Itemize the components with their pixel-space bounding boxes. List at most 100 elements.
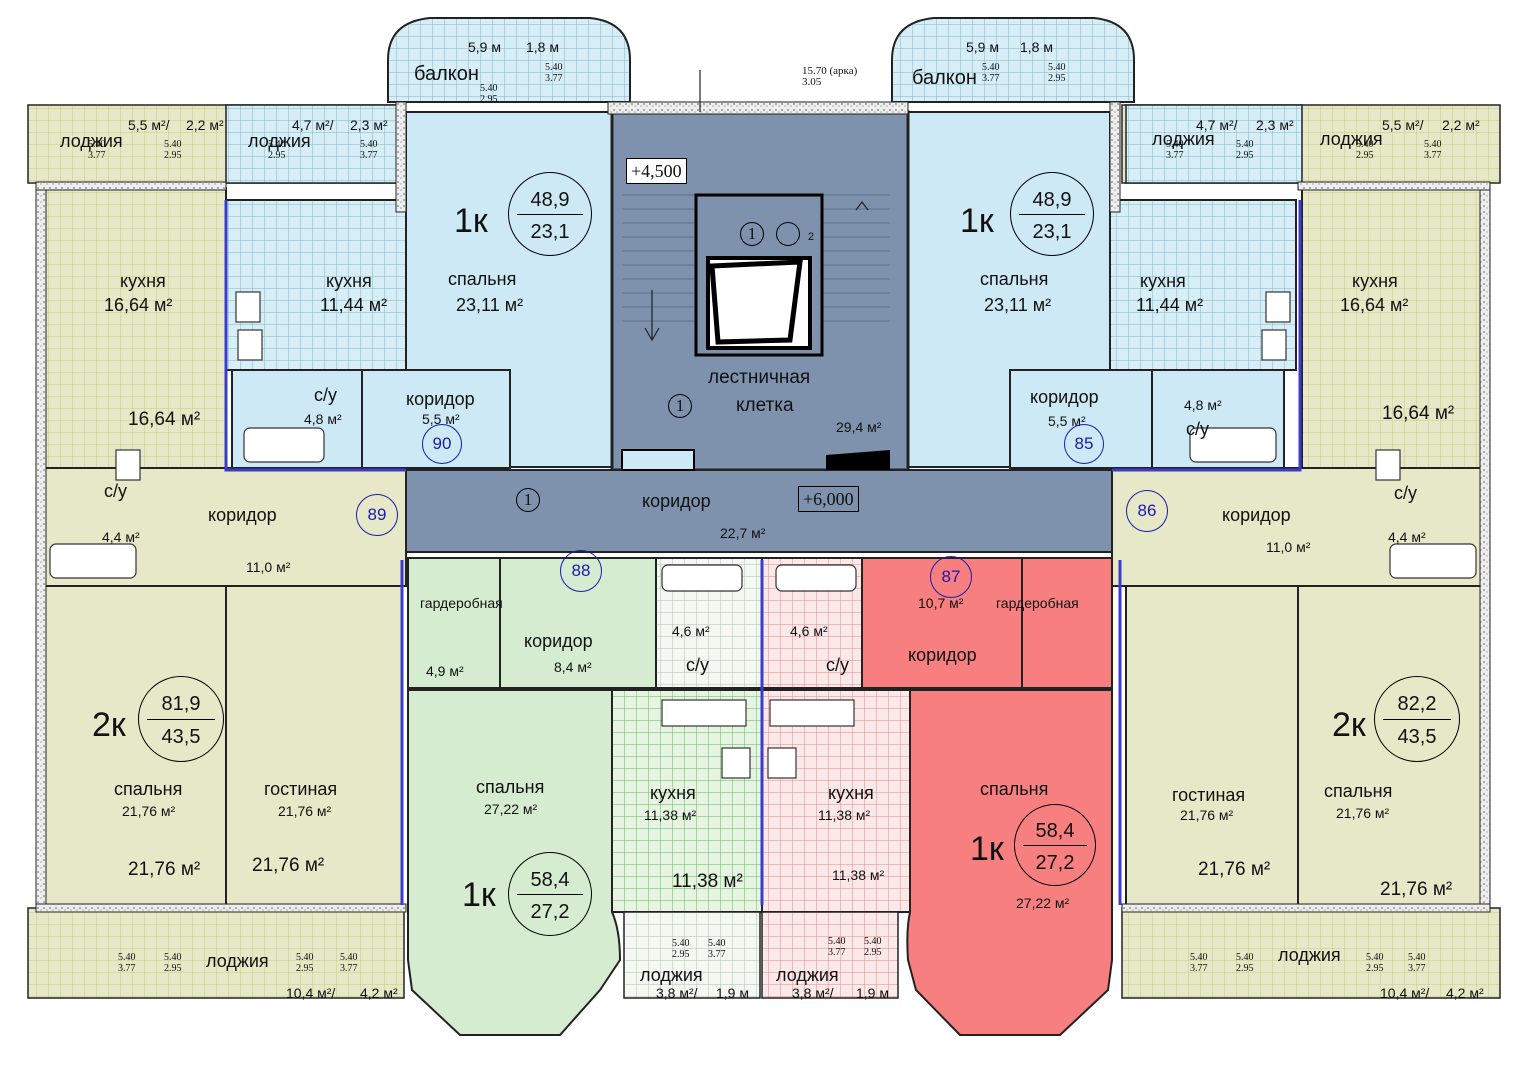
apt-total-red: 58,4 (1035, 820, 1075, 842)
kitchen-green (611, 689, 763, 913)
apt-living-g: 27,2 (530, 901, 570, 923)
kit-label-g: кухня (650, 783, 696, 803)
apt-total-bl: 81,9 (161, 693, 201, 715)
kit-big-g: 11,38 м² (672, 871, 743, 892)
apt-type-tr: 1к (960, 202, 994, 240)
main-corr-label: коридор (642, 491, 711, 511)
dim-arch: 15.70 (арка)3.05 (802, 65, 858, 88)
corr-label-tl: коридор (406, 389, 475, 409)
bath-label-tl: с/у (314, 385, 338, 405)
corr-label-l: коридор (208, 505, 277, 525)
fixtures (49, 291, 1477, 779)
kitchen-label-r: кухня (1352, 271, 1398, 291)
loggia-area-6: 2,3 м² (1256, 117, 1294, 133)
bal-dim-3: 5,9 м (966, 39, 999, 55)
loggia-area-7: 5,5 м²/ (1382, 117, 1424, 133)
living-area-br: 21,76 м² (1180, 807, 1234, 823)
corr-label-g: коридор (524, 631, 593, 651)
bed-label-bl: спальня (114, 779, 183, 799)
loggia-top-right-blue (1125, 104, 1303, 184)
bed-area-br: 21,76 м² (1336, 805, 1390, 821)
kitchen-area-r: 16,64 м² (1340, 295, 1409, 315)
loggia-area-5: 4,7 м²/ (1196, 117, 1238, 133)
apt-badge-g: 58,4 27,2 (508, 852, 592, 936)
apt-living-tl: 23,1 (530, 221, 570, 243)
bedroom-area-tl: 23,11 м² (456, 295, 524, 315)
kit-area-g: 11,38 м² (644, 807, 697, 823)
axis-marker-corr: 1 (516, 488, 540, 512)
bed-label-g: спальня (476, 777, 545, 797)
outer-walls (35, 101, 1491, 913)
apt-badge-br: 82,2 43,5 (1374, 676, 1460, 762)
loggia-area-g1: 3,8 м²/ (656, 985, 698, 1001)
axis-marker-stair: 1 (668, 394, 692, 418)
loggia-area-4: 2,3 м² (350, 117, 388, 133)
bath-area-g: 4,6 м² (672, 623, 710, 639)
apt-living-bl: 43,5 (161, 726, 201, 748)
marker-90: 90 (422, 424, 462, 464)
living-area-bl: 21,76 м² (278, 803, 332, 819)
kitchen-label-tr: кухня (1140, 271, 1186, 291)
bedroom-label-tl: спальня (448, 269, 517, 289)
balcony-left (387, 17, 631, 103)
loggia-area-3: 4,7 м²/ (292, 117, 334, 133)
corr-area-tl: 5,5 м² (422, 411, 460, 427)
bath-area-r2: 4,6 м² (790, 623, 828, 639)
small-circle (776, 222, 800, 246)
kitchen-area-l: 16,64 м² (104, 295, 173, 315)
living-br (1125, 585, 1299, 907)
corr-area-l: 11,0 м² (246, 559, 291, 575)
living-label-br: гостиная (1172, 785, 1246, 805)
apt-total-br: 82,2 (1397, 693, 1437, 715)
apt-total-g: 58,4 (530, 869, 570, 891)
loggia-area-red2: 1,9 м (856, 985, 889, 1001)
apt-total-tr: 48,9 (1032, 189, 1072, 211)
loggia-bottom-left (27, 907, 405, 999)
bedroom-area-tr: 23,11 м² (984, 295, 1052, 315)
loggia-area-g2: 1,9 м (716, 985, 749, 1001)
marker-86: 86 (1126, 490, 1168, 532)
corr-area-g: 8,4 м² (554, 659, 592, 675)
kit-area-red: 11,38 м² (818, 807, 871, 823)
apt-living-red: 27,2 (1035, 852, 1075, 874)
loggia-area-br1: 10,4 м²/ (1380, 985, 1430, 1001)
wardrobe-red (1021, 557, 1113, 689)
kitchen-area-tr: 11,44 м² (1136, 295, 1204, 315)
loggia-area-8: 2,2 м² (1442, 117, 1480, 133)
ward-label-g: гардеробная (420, 595, 503, 611)
loggia-label-tr1: лоджия (1152, 129, 1215, 149)
loggia-area-bl1: 10,4 м²/ (286, 985, 336, 1001)
apt-badge-bl: 81,9 43,5 (138, 676, 224, 762)
big-living-br: 21,76 м² (1198, 859, 1271, 880)
stair-area: 29,4 м² (836, 419, 882, 435)
balcony-label-left: балкон (414, 63, 479, 85)
apt-living-br: 43,5 (1397, 726, 1437, 748)
living-bl (225, 585, 403, 907)
loggia-label-g: лоджия (640, 965, 703, 985)
corr-label-r: коридор (1222, 505, 1291, 525)
wardrobe-green (407, 557, 501, 689)
bal-dim-2: 1,8 м (526, 39, 559, 55)
level-lower: +6,000 (798, 486, 859, 512)
loggia-label-tr2: лоджия (1320, 129, 1383, 149)
bal-dim-1: 5,9 м (468, 39, 501, 55)
living-label-bl: гостиная (264, 779, 338, 799)
bath-label-r2: с/у (826, 655, 850, 675)
bed-label-red: спальня (980, 779, 1049, 799)
bed-label-br: спальня (1324, 781, 1393, 801)
